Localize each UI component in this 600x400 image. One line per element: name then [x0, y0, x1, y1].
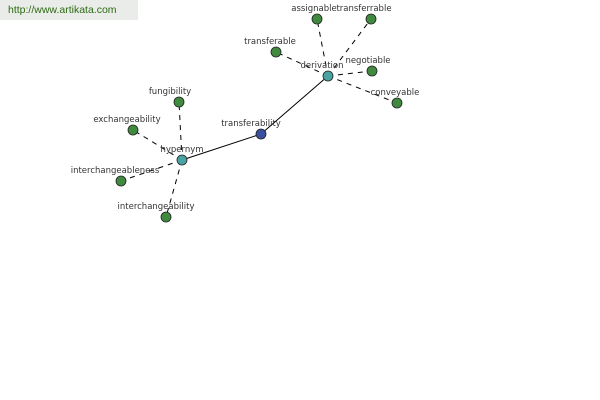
nodes-layer	[115, 13, 403, 223]
edge-center-hypernym	[181, 133, 262, 161]
node-negotiable[interactable]	[366, 65, 378, 77]
edge-center-derivation	[260, 75, 329, 135]
label-transferability: transferability	[221, 119, 281, 129]
label-hypernym: hypernym	[160, 145, 203, 155]
label-assignable: assignable	[291, 4, 336, 14]
node-fungibility[interactable]	[173, 96, 185, 108]
label-conveyable: conveyable	[371, 88, 420, 98]
node-conveyable[interactable]	[391, 97, 403, 109]
node-exchangeability[interactable]	[127, 124, 139, 136]
node-transferable[interactable]	[270, 46, 282, 58]
edge-hypernym-interchangeableness	[120, 159, 183, 182]
node-hypernym[interactable]	[176, 154, 188, 166]
edge-derivation-negotiable	[327, 70, 373, 77]
label-transferable: transferable	[244, 37, 296, 47]
label-interchangeableness: interchangeableness	[71, 166, 160, 176]
node-derivation[interactable]	[322, 70, 334, 82]
label-exchangeability: exchangeability	[93, 115, 160, 125]
edges-layer	[120, 18, 398, 218]
node-transferrable[interactable]	[365, 13, 377, 25]
edge-derivation-conveyable	[327, 75, 398, 104]
node-interchangeability[interactable]	[160, 211, 172, 223]
edge-derivation-transferrable	[327, 18, 372, 77]
node-assignable[interactable]	[311, 13, 323, 25]
label-derivation: derivation	[300, 61, 343, 71]
watermark-link[interactable]: http://www.artikata.com	[0, 0, 138, 20]
label-fungibility: fungibility	[149, 87, 191, 97]
label-transferrable: transferrable	[336, 4, 391, 14]
label-negotiable: negotiable	[345, 56, 390, 66]
node-transferability[interactable]	[255, 128, 267, 140]
node-interchangeableness[interactable]	[115, 175, 127, 187]
label-interchangeability: interchangeability	[118, 202, 195, 212]
